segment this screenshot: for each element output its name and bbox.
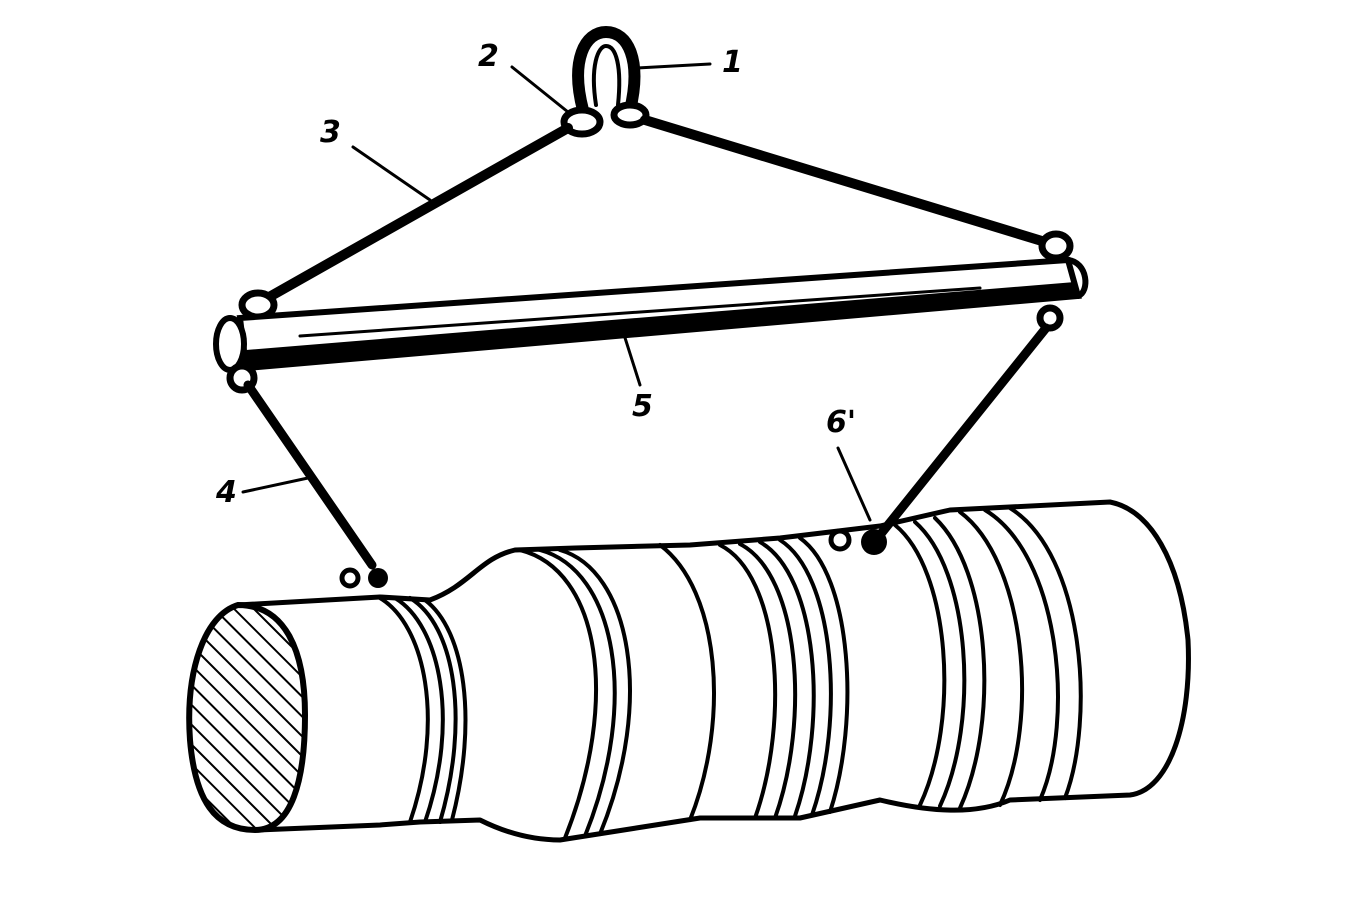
callout-1: 1 [722,45,743,80]
callout-5: 5 [632,389,653,424]
stepped-shaft [186,499,1191,843]
lower-sling [226,304,1064,589]
callout-4: 4 [216,475,237,510]
callout-2: 2 [478,39,499,74]
traverse-beam [213,256,1089,373]
callout-6: 6' [826,405,857,440]
shackle-icon [560,26,650,138]
callout-3: 3 [320,115,341,150]
